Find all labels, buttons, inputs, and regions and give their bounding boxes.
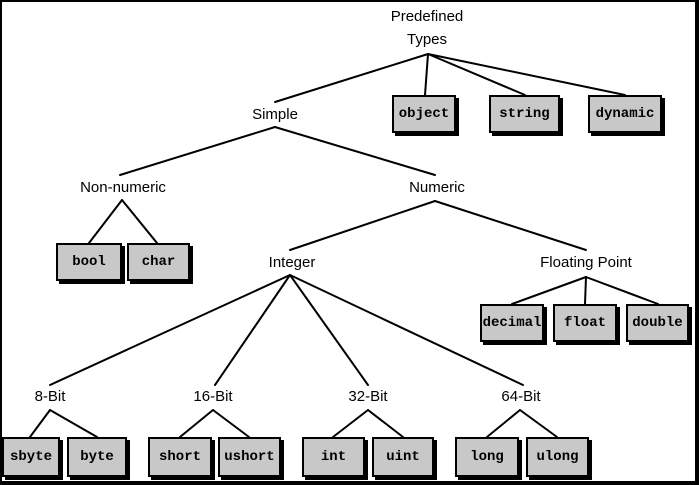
- type-box-double: double: [626, 304, 689, 342]
- edge-root-object: [424, 53, 429, 96]
- node-simple: Simple: [252, 106, 298, 123]
- edge-16bit-ushort: [212, 409, 250, 438]
- edge-root-dynamic: [427, 53, 626, 96]
- edge-floating-decimal: [511, 276, 587, 305]
- edge-32bit-uint: [367, 409, 404, 438]
- edge-32bit-int: [332, 409, 369, 438]
- edge-numeric-floating: [434, 200, 587, 251]
- node-64-bit: 64-Bit: [501, 388, 541, 405]
- node-8-bit: 8-Bit: [34, 388, 66, 405]
- type-box-ushort: ushort: [218, 437, 281, 477]
- type-box-char: char: [127, 243, 190, 281]
- type-box-byte: byte: [67, 437, 127, 477]
- edge-root-string: [427, 53, 526, 96]
- edge-integer-64bit: [289, 274, 524, 386]
- edge-64bit-ulong: [519, 409, 558, 438]
- type-box-int: int: [302, 437, 365, 477]
- root-label-line1: Predefined: [390, 8, 464, 25]
- type-box-float: float: [553, 304, 617, 342]
- node-floating-point: Floating Point: [540, 254, 632, 271]
- edge-floating-double: [585, 276, 659, 305]
- edge-16bit-short: [179, 409, 214, 438]
- edge-8bit-byte: [49, 409, 98, 438]
- edge-simple-nonnumeric: [119, 126, 276, 176]
- edge-nonnumeric-bool: [88, 199, 123, 244]
- edge-numeric-integer: [289, 200, 436, 251]
- edge-integer-8bit: [49, 274, 291, 386]
- edge-64bit-long: [486, 409, 521, 438]
- node-32-bit: 32-Bit: [348, 388, 388, 405]
- node-numeric: Numeric: [409, 179, 465, 196]
- edge-integer-32bit: [289, 274, 369, 386]
- root-label-line2: Types: [406, 31, 448, 48]
- node-non-numeric: Non-numeric: [80, 179, 166, 196]
- type-box-ulong: ulong: [526, 437, 589, 477]
- edge-nonnumeric-char: [121, 199, 158, 244]
- edge-8bit-sbyte: [29, 409, 51, 438]
- node-16-bit: 16-Bit: [193, 388, 233, 405]
- type-box-string: string: [489, 95, 560, 133]
- type-box-uint: uint: [372, 437, 434, 477]
- edge-integer-16bit: [214, 274, 291, 386]
- node-integer: Integer: [268, 254, 316, 271]
- type-box-decimal: decimal: [480, 304, 544, 342]
- type-box-bool: bool: [56, 243, 122, 281]
- edge-root-simple: [274, 53, 429, 103]
- edge-simple-numeric: [274, 126, 436, 176]
- type-box-long: long: [455, 437, 519, 477]
- edge-floating-float: [584, 276, 587, 305]
- type-box-short: short: [148, 437, 212, 477]
- type-box-dynamic: dynamic: [588, 95, 662, 133]
- type-box-sbyte: sbyte: [2, 437, 60, 477]
- type-box-object: object: [392, 95, 456, 133]
